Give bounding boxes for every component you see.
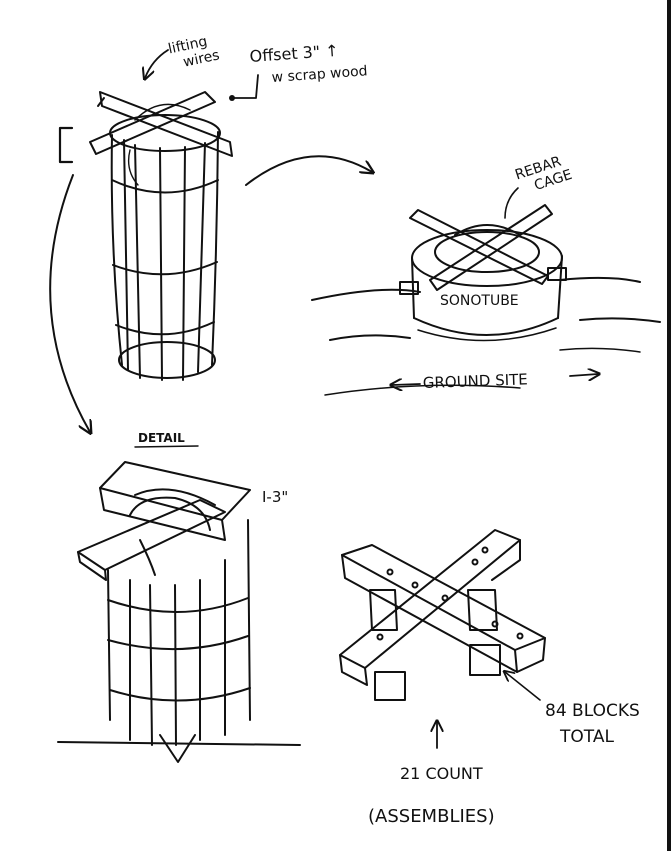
sonotube-label: SONOTUBE [440,293,519,309]
ground-site-arrow-right [569,374,598,376]
detail-label: DETAIL [138,431,185,445]
offset-leader-line [231,74,259,99]
assemblies-label: (ASSEMBLIES) [368,806,495,827]
lifting-wires-label: lifting wires [167,32,221,73]
ground-site-label: GROUND SITE [423,370,529,392]
blocks-leader [505,672,541,701]
offset-leader-dot [229,95,235,101]
rebar-cage-column-sketch [89,91,233,381]
rebar-cage-leader [504,187,519,219]
blocks-total-label: 84 BLOCKS TOTAL [545,701,645,747]
offset-label: Offset 3" ↑ [249,41,339,66]
rebar-cage-label: REBAR CAGE [513,152,574,199]
scrap-wood-label: w scrap wood [271,63,368,86]
arrow-to-detail [49,174,90,432]
page-edge-line [667,0,671,851]
arrow-to-sonotube [245,155,372,186]
count-label: 21 COUNT [400,764,483,783]
dimension-3in-label: I-3" [262,488,288,506]
lifting-wires-arrow [145,49,169,78]
cross-block-assembly-sketch [339,529,546,701]
ground-site-arrow-left [392,384,421,385]
detail-underline [134,445,199,448]
sonotube-in-ground-sketch [311,204,661,396]
bracket-mark [58,126,74,164]
detail-column-sketch [57,461,301,763]
